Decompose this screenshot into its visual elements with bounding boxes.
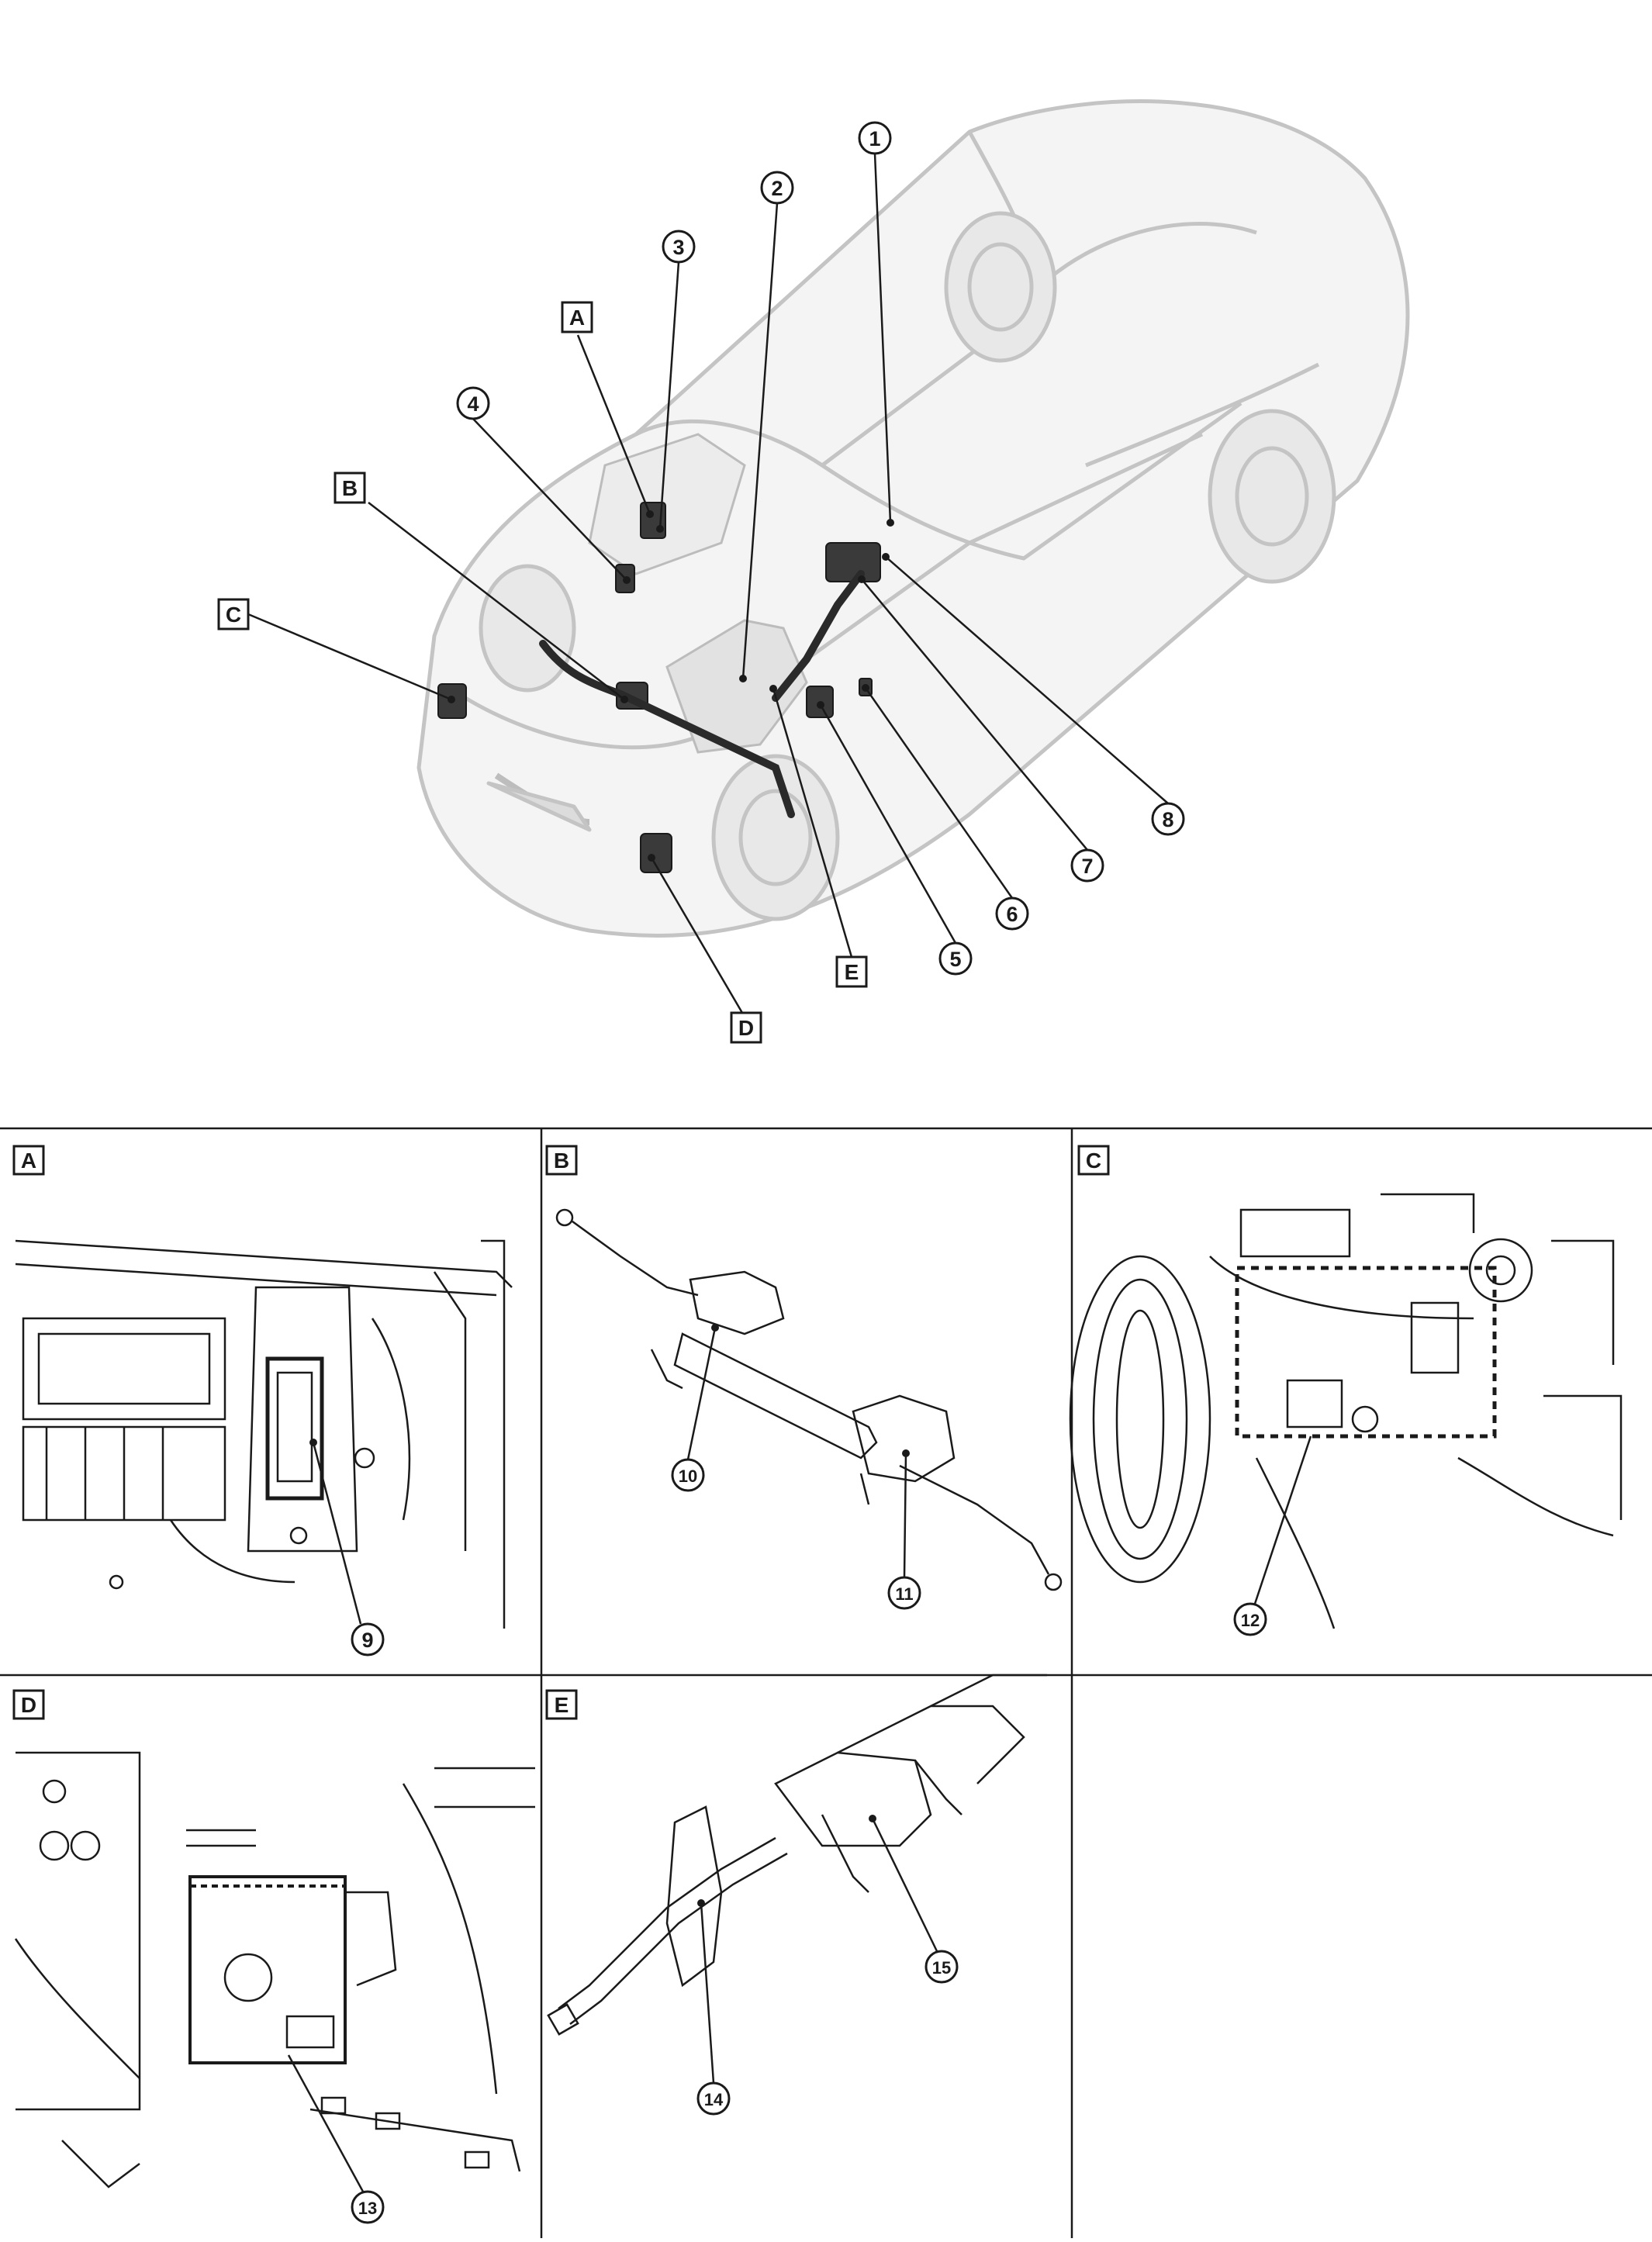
svg-text:9: 9 (361, 1629, 373, 1652)
callout-2: 2 (760, 171, 794, 205)
svg-text:15: 15 (932, 1958, 951, 1978)
panel-d-drawing (14, 1751, 535, 2188)
callout-3: 3 (662, 230, 696, 264)
overview-letter-callouts: A B C D E (217, 301, 868, 1044)
callout-6: 6 (995, 896, 1029, 931)
steering-rack (539, 570, 865, 818)
svg-text:D: D (738, 1016, 754, 1040)
callout-1: 1 (858, 121, 892, 155)
svg-text:E: E (555, 1693, 569, 1717)
svg-text:6: 6 (1006, 903, 1018, 926)
callout-a: A (561, 301, 593, 333)
svg-text:10: 10 (679, 1466, 697, 1486)
callout-13: 13 (351, 2190, 385, 2224)
callout-c: C (217, 598, 250, 630)
callout-15: 15 (924, 1950, 959, 1984)
svg-text:A: A (21, 1149, 36, 1173)
svg-text:7: 7 (1081, 855, 1093, 878)
svg-text:A: A (569, 306, 585, 330)
svg-text:8: 8 (1162, 808, 1173, 831)
callout-10: 10 (671, 1458, 705, 1492)
panel-a-drawing (15, 1239, 513, 1629)
callout-5: 5 (938, 941, 973, 976)
leader-lines (247, 153, 1169, 1014)
svg-text:13: 13 (358, 2199, 377, 2218)
callout-d: D (730, 1011, 762, 1044)
panel-c-drawing (1069, 1193, 1623, 1629)
callout-11: 11 (887, 1576, 921, 1610)
panel-e: E 14 15 (545, 1674, 1047, 2116)
component-7 (825, 542, 881, 582)
svg-text:B: B (554, 1149, 569, 1173)
overview-number-callouts: 1 2 3 4 5 6 7 8 (456, 121, 1185, 976)
callout-12: 12 (1233, 1602, 1267, 1636)
callout-8: 8 (1151, 802, 1185, 836)
panel-a: A 9 (12, 1145, 513, 1656)
panel-d: D 13 (12, 1689, 535, 2224)
svg-text:1: 1 (869, 127, 880, 150)
callout-b: B (334, 472, 366, 504)
callout-7: 7 (1070, 848, 1104, 883)
callout-9: 9 (351, 1622, 385, 1656)
component-d (640, 833, 672, 873)
panel-c-dashed-region (1235, 1266, 1497, 1439)
svg-text:4: 4 (467, 392, 479, 416)
svg-text:C: C (1086, 1149, 1101, 1173)
svg-text:B: B (342, 476, 358, 500)
callout-e: E (835, 955, 868, 988)
detail-grid (0, 1127, 1652, 2238)
engine-ghost (588, 433, 808, 754)
svg-text:11: 11 (895, 1584, 913, 1604)
svg-text:C: C (226, 603, 241, 627)
callout-14: 14 (696, 2081, 731, 2116)
svg-text:14: 14 (704, 2090, 724, 2109)
callout-4: 4 (456, 386, 490, 420)
svg-text:3: 3 (672, 236, 684, 259)
svg-text:12: 12 (1241, 1611, 1260, 1630)
svg-text:2: 2 (771, 177, 783, 200)
panel-b-drawing (555, 1208, 1063, 1591)
svg-text:E: E (845, 960, 859, 984)
panel-e-drawing (547, 1674, 1047, 2036)
panel-b: B 10 11 (545, 1145, 1063, 1610)
svg-text:5: 5 (949, 948, 961, 971)
panel-c: C 12 (1069, 1145, 1623, 1636)
svg-text:D: D (21, 1693, 36, 1717)
